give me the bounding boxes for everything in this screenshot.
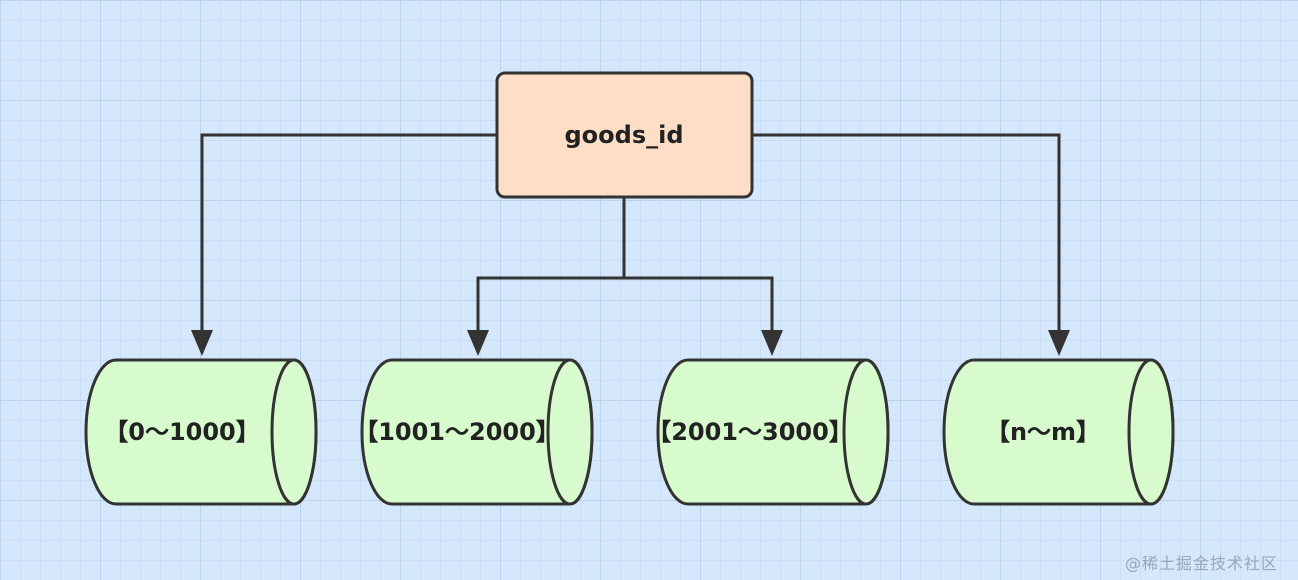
edge-root-to-shard-2 [476, 276, 624, 336]
shard-1-label: 【0～1000】 [104, 418, 260, 446]
shard-4-cylinder-end [1127, 358, 1175, 506]
root-label: goods_id [564, 121, 683, 149]
shard-node-4: 【n～m】 [942, 358, 1175, 506]
shard-node-2: 【1001～2000】 [354, 358, 594, 506]
root-node: goods_id [495, 71, 754, 199]
shard-1-cylinder-end [270, 358, 318, 506]
shard-node-1: 【0～1000】 [84, 358, 318, 506]
edge-root-to-shard-3 [624, 276, 774, 336]
shard-2-label: 【1001～2000】 [354, 418, 560, 446]
shard-3-label: 【2001～3000】 [647, 418, 853, 446]
shard-node-3: 【2001～3000】 [647, 358, 890, 506]
edge-root-to-shard-4 [752, 133, 1061, 336]
root-box [495, 71, 754, 199]
edge-root-to-shard-1 [200, 133, 497, 336]
shard-2-cylinder-end [546, 358, 594, 506]
arrow-head-shard-3 [761, 330, 783, 356]
connectors [191, 133, 1070, 356]
watermark: @稀土掘金技术社区 [1124, 554, 1278, 573]
shard-3-cylinder-end [842, 358, 890, 506]
arrow-head-shard-2 [467, 330, 489, 356]
shard-4-label: 【n～m】 [986, 418, 1100, 446]
arrow-head-shard-4 [1048, 330, 1070, 356]
arrow-head-shard-1 [191, 330, 213, 356]
